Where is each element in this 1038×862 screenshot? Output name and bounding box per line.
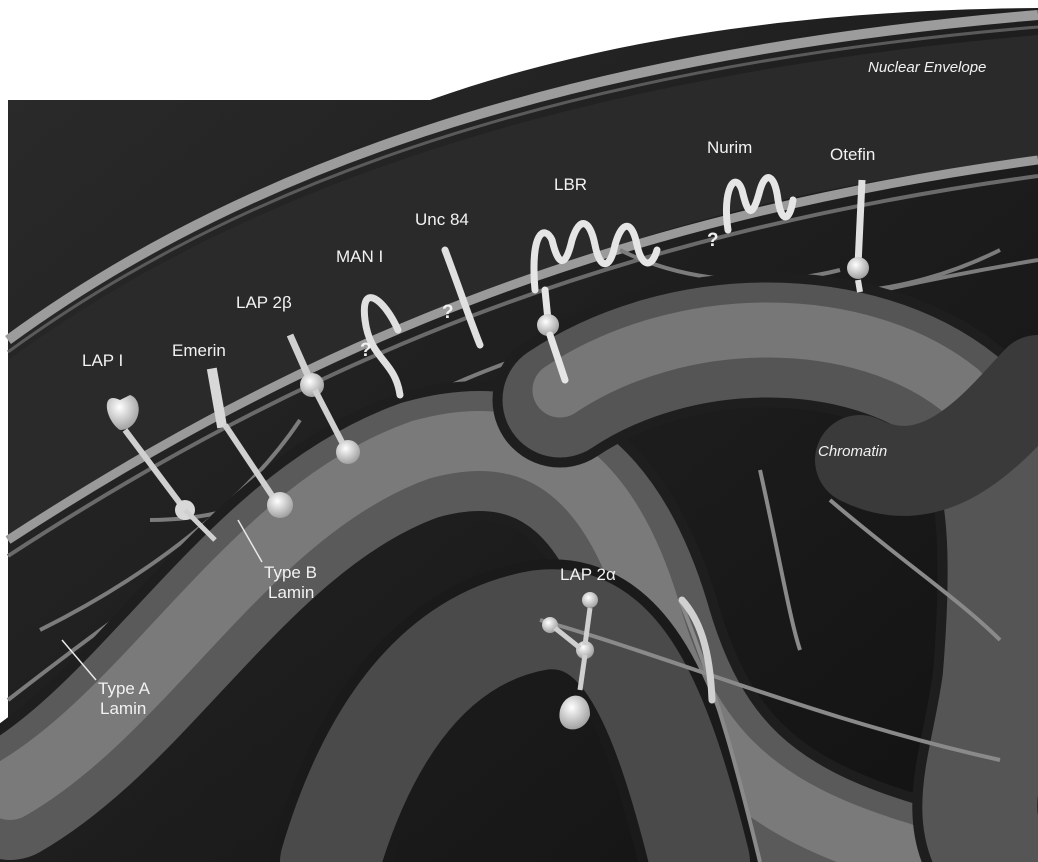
label-man1: MAN I — [336, 247, 383, 266]
label-lbr: LBR — [554, 175, 587, 194]
label-lap2a: LAP 2α — [560, 565, 616, 584]
label-chromatin: Chromatin — [818, 443, 887, 460]
label-otefin: Otefin — [830, 145, 875, 164]
label-type-b-lamin-line2: Lamin — [268, 583, 314, 602]
label-type-b-lamin-line1: Type B — [264, 563, 317, 582]
label-nurim: Nurim — [707, 138, 752, 157]
label-nuclear-envelope: Nuclear Envelope — [868, 59, 986, 76]
label-lap1: LAP I — [82, 351, 123, 370]
label-unc84: Unc 84 — [415, 210, 469, 229]
question-mark-man1: ? — [360, 340, 372, 361]
question-mark-nurim: ? — [707, 230, 719, 251]
question-mark-unc84: ? — [442, 302, 454, 323]
label-type-a-lamin-line1: Type A — [98, 679, 151, 698]
label-emerin: Emerin — [172, 341, 226, 360]
label-type-a-lamin-line2: Lamin — [100, 699, 146, 718]
label-lap2b: LAP 2β — [236, 293, 292, 312]
